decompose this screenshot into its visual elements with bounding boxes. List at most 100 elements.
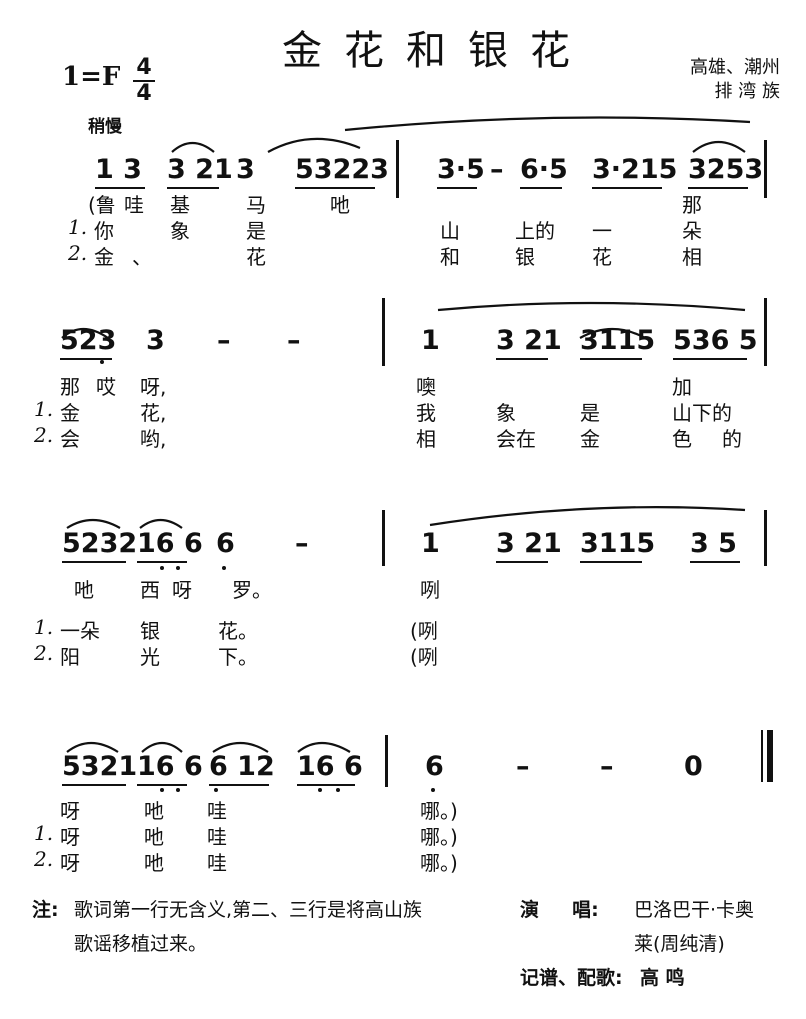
note-group: – [516,751,530,782]
barline [764,140,767,198]
lyric: 一 [592,219,612,243]
slur [61,327,109,339]
octave-dot [318,788,322,792]
slur [692,140,746,153]
time-signature: 4 4 [133,57,155,105]
octave-dot [336,788,340,792]
note-group: 16 6 [297,751,363,782]
note-group: 5232 [62,528,138,559]
beam-line [137,561,187,563]
singer-line-2: 莱(周纯清) [634,933,725,955]
lyric: 光 [140,645,160,669]
lyric: 那 [60,375,80,399]
lyric: 花 [246,245,266,269]
note-group: 3 21 [167,154,233,185]
note-group: 16 6 [137,528,203,559]
verse-number: 2. [68,241,88,265]
arranger-label: 记谱、配歌: [520,967,623,989]
lyric: 罗。 [232,578,272,602]
lyric: 呀 [60,825,80,849]
lyric: 的 [722,427,742,451]
note-group: 3 [146,325,165,356]
octave-dot [176,788,180,792]
note-group: 1 [421,325,440,356]
slur [66,741,119,753]
lyric: 上的 [515,219,555,243]
lyric: 山下的 [672,401,732,425]
barline [382,510,385,566]
lyric: 会在 [496,427,536,451]
note-label: 注: [32,899,59,921]
beam-line [297,784,355,786]
lyric: 加 [672,375,692,399]
lyric: 哪。) [420,799,458,823]
lyric: 哪。) [420,851,458,875]
verse-number: 1. [34,397,54,421]
lyric: 下。 [218,645,258,669]
lyric: 银 [515,245,535,269]
octave-dot [214,788,218,792]
beam-line [295,187,375,189]
octave-dot [100,360,104,364]
slur [139,518,183,529]
verse-number: 1. [34,615,54,639]
note-group: 3 21 [496,325,562,356]
lyric: 呀 [60,799,80,823]
source-line-2: 排 湾 族 [714,81,780,102]
note-group: – [295,528,309,559]
note-group: 6 [216,528,235,559]
note-line-1: 歌词第一行无含义,第二、三行是将高山族 [74,899,423,921]
beam-line [580,358,642,360]
slur [66,518,121,529]
note-group: 3115 [580,325,656,356]
lyric: 相 [682,245,702,269]
note-group: 6 [425,751,444,782]
lyric: 吔 [144,799,164,823]
tempo-marking: 稍慢 [88,117,122,137]
lyric: 哇 [207,825,227,849]
note-group: 536 5 [673,325,758,356]
lyric: 哪。) [420,825,458,849]
lyric: 阳 [60,645,80,669]
lyric: 哟, [140,427,167,451]
singer-label: 演 唱: [520,899,599,921]
lyric: 会 [60,427,80,451]
beam-line [437,187,477,189]
time-signature-line [133,80,155,82]
barline [382,298,385,366]
lyric: 象 [170,219,190,243]
note-group: 3·5 [437,154,485,185]
note-group: 3253 [688,154,764,185]
beam-line [137,784,187,786]
lyric: 象 [496,401,516,425]
beam-line [62,784,126,786]
beam-line [209,784,269,786]
arranger-name: 高 鸣 [640,967,685,989]
beam-line [690,561,740,563]
lyric: 相 [416,427,436,451]
lyric: 花, [140,401,167,425]
lyric: 金 [580,427,600,451]
note-group: 3·215 [592,154,678,185]
lyric: 、 [132,245,152,269]
lyric: 西 [140,578,160,602]
slur [579,328,646,339]
note-group: – [217,325,231,356]
octave-dot [431,788,435,792]
note-group: 1 [421,528,440,559]
slur [429,506,746,527]
verse-number: 1. [68,215,88,239]
lyric: 吔 [74,578,94,602]
lyric: 哇 [207,851,227,875]
beam-line [496,358,548,360]
beam-line [95,187,145,189]
lyric: 你 [94,219,114,243]
slur [171,141,215,153]
lyric: 是 [580,401,600,425]
octave-dot [176,566,180,570]
lyric: 呀 [172,578,192,602]
verse-number: 2. [34,423,54,447]
lyric: 基 [170,193,190,217]
octave-dot [160,566,164,570]
